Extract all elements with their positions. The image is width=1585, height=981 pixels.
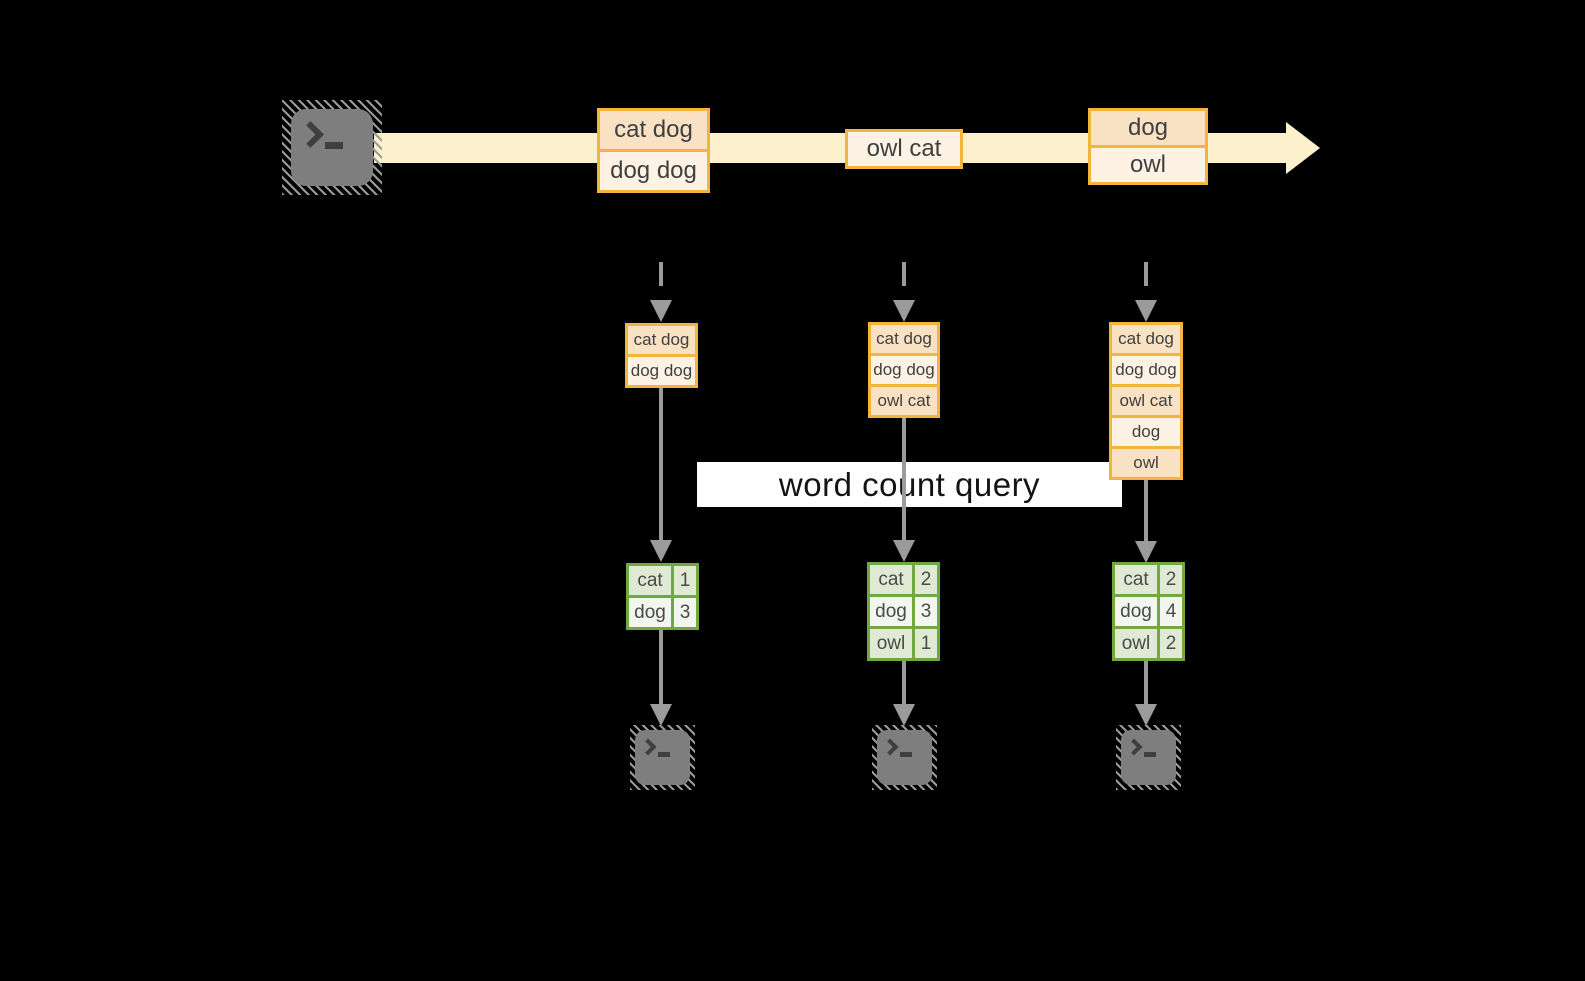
terminal-screen bbox=[291, 109, 373, 186]
terminal-icon bbox=[1116, 725, 1181, 790]
stream-arrowhead bbox=[1286, 122, 1320, 174]
prompt-underscore-icon bbox=[1144, 752, 1156, 757]
stream-event-cell: dog bbox=[1091, 111, 1205, 145]
state-cell: dog dog bbox=[628, 357, 695, 385]
state-stack-3: cat dog dog dog owl cat dog owl bbox=[1109, 322, 1183, 480]
count-word: dog bbox=[629, 598, 671, 627]
state-stack-1: cat dog dog dog bbox=[625, 323, 698, 388]
count-word: dog bbox=[1115, 597, 1157, 626]
ingest-arrow-dash bbox=[659, 262, 663, 286]
query-arrowhead bbox=[650, 540, 672, 562]
query-arrow bbox=[902, 415, 906, 540]
query-arrow bbox=[659, 386, 663, 540]
state-cell: owl cat bbox=[871, 387, 937, 415]
prompt-chevron-icon bbox=[297, 121, 324, 148]
terminal-icon bbox=[872, 725, 937, 790]
state-cell: cat dog bbox=[628, 326, 695, 354]
count-word: owl bbox=[1115, 629, 1157, 658]
state-cell: dog bbox=[1112, 418, 1180, 446]
count-value: 3 bbox=[674, 598, 696, 627]
output-arrowhead bbox=[650, 704, 672, 726]
state-cell: cat dog bbox=[871, 325, 937, 353]
count-word: cat bbox=[1115, 565, 1157, 594]
terminal-icon bbox=[282, 100, 382, 195]
stream-event-cell: owl cat bbox=[848, 132, 960, 166]
query-arrowhead bbox=[893, 540, 915, 562]
output-arrowhead bbox=[1135, 704, 1157, 726]
prompt-underscore-icon bbox=[658, 752, 670, 757]
prompt-chevron-icon bbox=[639, 738, 657, 756]
stream-event-cell: cat dog bbox=[600, 111, 707, 149]
query-arrowhead bbox=[1135, 541, 1157, 563]
stream-event-1: cat dog dog dog bbox=[597, 108, 710, 193]
prompt-chevron-icon bbox=[881, 738, 899, 756]
count-word: cat bbox=[629, 566, 671, 595]
count-word: dog bbox=[870, 597, 912, 626]
state-cell: cat dog bbox=[1112, 325, 1180, 353]
count-word: cat bbox=[870, 565, 912, 594]
count-table-1: cat 1 dog 3 bbox=[626, 563, 699, 630]
terminal-screen bbox=[635, 730, 690, 785]
terminal-icon bbox=[630, 725, 695, 790]
stream-event-3: dog owl bbox=[1088, 108, 1208, 185]
query-arrow bbox=[1144, 478, 1148, 541]
stream-event-cell: owl bbox=[1091, 148, 1205, 182]
ingest-arrow-dash bbox=[1144, 262, 1148, 286]
state-cell: dog dog bbox=[871, 356, 937, 384]
count-value: 2 bbox=[1160, 629, 1182, 658]
count-table-3: cat 2 dog 4 owl 2 bbox=[1112, 562, 1185, 661]
query-label: word count query bbox=[697, 462, 1122, 507]
ingest-arrowhead bbox=[893, 300, 915, 322]
count-value: 1 bbox=[915, 629, 937, 658]
count-value: 1 bbox=[674, 566, 696, 595]
prompt-underscore-icon bbox=[900, 752, 912, 757]
ingest-arrowhead bbox=[1135, 300, 1157, 322]
terminal-screen bbox=[1121, 730, 1176, 785]
state-stack-2: cat dog dog dog owl cat bbox=[868, 322, 940, 418]
state-cell: dog dog bbox=[1112, 356, 1180, 384]
prompt-underscore-icon bbox=[325, 142, 343, 149]
count-word: owl bbox=[870, 629, 912, 658]
output-arrow bbox=[659, 630, 663, 704]
stream-event-cell: dog dog bbox=[600, 152, 707, 190]
ingest-arrowhead bbox=[650, 300, 672, 322]
count-value: 2 bbox=[1160, 565, 1182, 594]
output-arrow bbox=[902, 661, 906, 704]
output-arrow bbox=[1144, 661, 1148, 704]
count-value: 4 bbox=[1160, 597, 1182, 626]
state-cell: owl bbox=[1112, 449, 1180, 477]
output-arrowhead bbox=[893, 704, 915, 726]
terminal-screen bbox=[877, 730, 932, 785]
count-table-2: cat 2 dog 3 owl 1 bbox=[867, 562, 940, 661]
count-value: 2 bbox=[915, 565, 937, 594]
stream-event-2: owl cat bbox=[845, 129, 963, 169]
state-cell: owl cat bbox=[1112, 387, 1180, 415]
ingest-arrow-dash bbox=[902, 262, 906, 286]
count-value: 3 bbox=[915, 597, 937, 626]
prompt-chevron-icon bbox=[1125, 738, 1143, 756]
